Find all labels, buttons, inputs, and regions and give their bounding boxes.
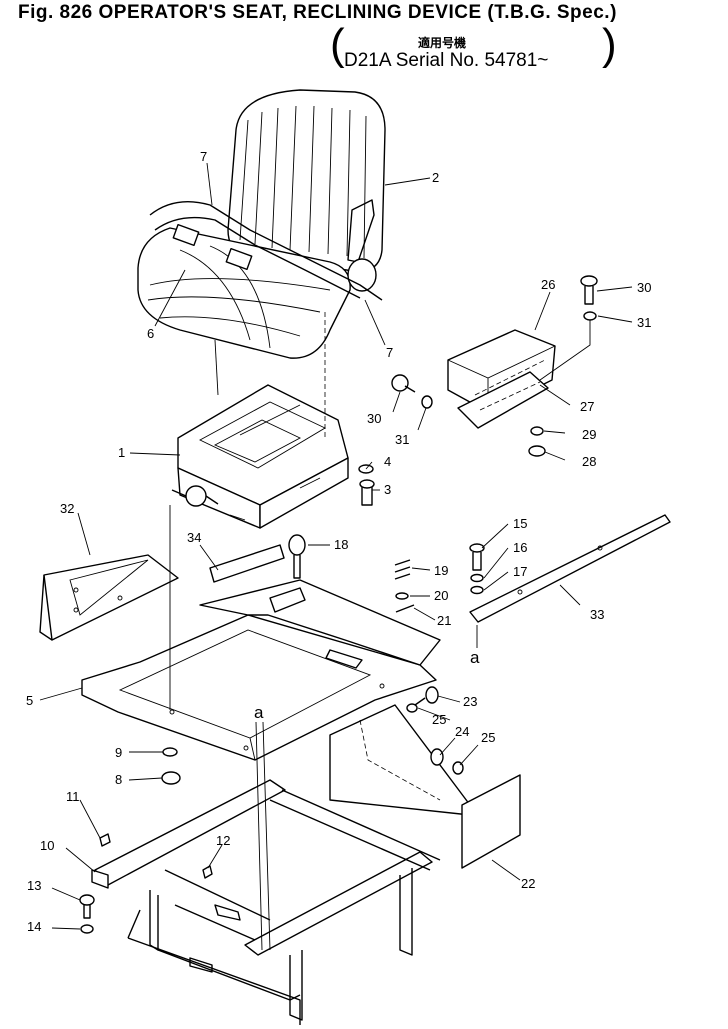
callout-5: 5 <box>26 693 33 708</box>
reclining-base-drawing <box>171 384 349 529</box>
serial-number: D21A Serial No. 54781~ <box>344 50 549 71</box>
cover-box-drawing <box>447 329 556 429</box>
callout-3: 3 <box>384 482 391 497</box>
callout-30-right: 30 <box>637 280 651 295</box>
callout-14: 14 <box>27 919 41 934</box>
callout-20: 20 <box>434 588 448 603</box>
callout-25-upper: 25 <box>432 712 446 727</box>
callout-8: 8 <box>115 772 122 787</box>
hardware-drawing <box>79 275 598 934</box>
callout-22: 22 <box>521 876 535 891</box>
callout-16: 16 <box>513 540 527 555</box>
callout-31-right: 31 <box>637 315 651 330</box>
triangle-bracket-drawing <box>39 554 179 641</box>
applicability-label: 適用号機 <box>418 36 467 50</box>
callout-15: 15 <box>513 516 527 531</box>
callout-33: 33 <box>590 607 604 622</box>
seat-cushion-drawing <box>137 89 386 396</box>
callout-28: 28 <box>582 454 596 469</box>
callout-1: 1 <box>118 445 125 460</box>
callout-2: 2 <box>432 170 439 185</box>
right-paren-icon: ) <box>602 20 617 69</box>
figure-title: Fig. 826 OPERATOR'S SEAT, RECLINING DEVI… <box>18 2 617 23</box>
callout-27: 27 <box>580 399 594 414</box>
callout-23: 23 <box>463 694 477 709</box>
leader-lines <box>39 162 633 951</box>
callout-34: 34 <box>187 530 201 545</box>
frame-drawing <box>91 704 521 1025</box>
reference-mark-a-center: a <box>254 703 264 722</box>
applicability-block: ( 適用号機 D21A Serial No. 54781~ ) <box>330 20 620 78</box>
callout-13: 13 <box>27 878 41 893</box>
callout-6: 6 <box>147 326 154 341</box>
callout-26: 26 <box>541 277 555 292</box>
left-paren-icon: ( <box>330 20 345 69</box>
callout-12: 12 <box>216 833 230 848</box>
callout-24: 24 <box>455 724 469 739</box>
callout-32: 32 <box>60 501 74 516</box>
callout-4: 4 <box>384 454 391 469</box>
callout-19: 19 <box>434 563 448 578</box>
callout-25-lower: 25 <box>481 730 495 745</box>
callout-labels: 1 2 3 4 5 6 7 7 8 9 10 11 12 13 14 15 16… <box>26 149 651 934</box>
callout-21: 21 <box>437 613 451 628</box>
callout-17: 17 <box>513 564 527 579</box>
callout-18: 18 <box>334 537 348 552</box>
callout-31-left: 31 <box>395 432 409 447</box>
callout-11: 11 <box>66 789 80 804</box>
seat-mount-plate-drawing <box>81 544 441 761</box>
callout-10: 10 <box>40 838 54 853</box>
callout-30-left: 30 <box>367 411 381 426</box>
callout-29: 29 <box>582 427 596 442</box>
flat-bar-drawing <box>469 514 671 623</box>
callout-9: 9 <box>115 745 122 760</box>
callout-7-right: 7 <box>386 345 393 360</box>
reference-mark-a-right: a <box>470 648 480 667</box>
callout-7-left: 7 <box>200 149 207 164</box>
